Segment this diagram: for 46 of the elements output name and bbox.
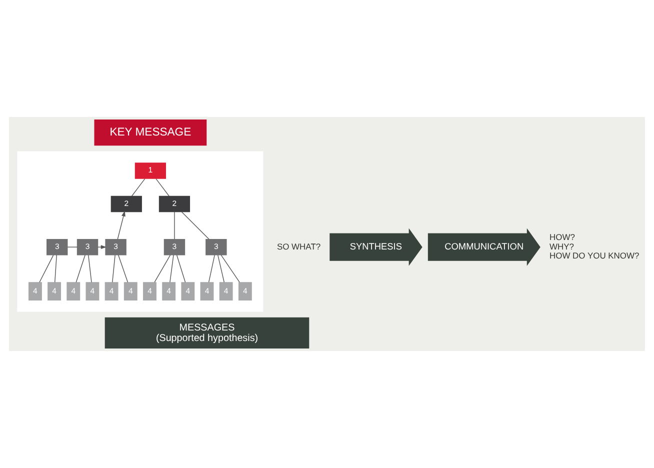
node-box: 4: [104, 282, 118, 300]
connector: [208, 254, 215, 283]
node-label: HOW?: [550, 232, 575, 242]
node-box: MESSAGES (Supported hypothesis): [104, 317, 310, 349]
node-label: HOW DO YOU KNOW?: [550, 250, 640, 260]
arrow: [117, 210, 126, 240]
node-box: 4: [124, 282, 138, 300]
connector: [54, 254, 57, 283]
arrow: [98, 245, 107, 250]
node-box: 4: [86, 282, 100, 300]
node-box: 4: [66, 282, 80, 300]
connector: [131, 178, 146, 196]
node-box: 4: [200, 282, 214, 300]
cluster: [17, 151, 264, 312]
connector: [118, 254, 128, 283]
node-box: 2: [158, 196, 190, 212]
node-box: 4: [162, 282, 176, 300]
connector: [154, 254, 171, 283]
connector: [156, 178, 170, 196]
connector: [112, 254, 116, 283]
node-box: 1: [134, 162, 166, 179]
node-box: 3: [46, 238, 68, 256]
connector: [88, 254, 92, 283]
node-box: 4: [238, 282, 252, 300]
node-label: WHY?: [550, 241, 574, 252]
node-box: 4: [181, 282, 195, 300]
node-box: 3: [206, 238, 227, 256]
connector: [218, 254, 225, 283]
node-box: 3: [76, 238, 98, 256]
connector: [39, 254, 54, 283]
node-label: SO WHAT?: [276, 241, 321, 252]
node-box: 4: [28, 282, 42, 300]
connector: [181, 211, 210, 240]
node-box: 4: [143, 282, 156, 300]
node-box: 4: [219, 282, 233, 300]
node-box: 3: [164, 238, 186, 256]
connector: [67, 246, 78, 248]
connector: [174, 211, 175, 240]
node-box: 4: [48, 282, 61, 300]
connector: [220, 254, 240, 283]
node-box: 3: [105, 238, 126, 256]
connector: [76, 254, 86, 283]
node-box: KEY MESSAGE: [94, 119, 207, 146]
connector: [176, 254, 186, 283]
node-box: 2: [110, 196, 142, 212]
connector: [170, 254, 174, 283]
